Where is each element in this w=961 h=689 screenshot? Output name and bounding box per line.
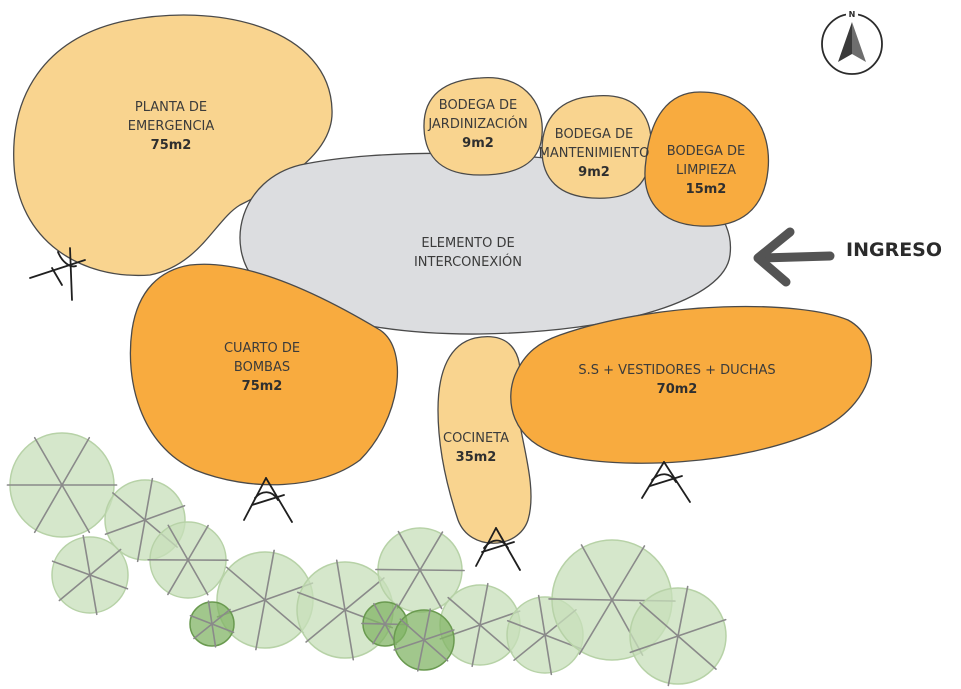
tree-icon <box>147 521 229 599</box>
tree-icon <box>393 608 455 672</box>
limpieza-area: 15m2 <box>686 182 727 197</box>
bombas-line1: CUARTO DE <box>224 341 300 356</box>
limpieza-line1: BODEGA DE <box>667 144 745 159</box>
cocineta-area: 35m2 <box>456 450 497 465</box>
cocineta-label: COCINETA 35m2 <box>443 431 509 465</box>
bodega-jardinizacion-bubble <box>423 76 543 176</box>
cuarto-bombas-label: CUARTO DE BOMBAS 75m2 <box>224 341 300 394</box>
tree-icon <box>629 585 727 687</box>
jardin-line1: BODEGA DE <box>439 98 517 113</box>
planta-area: 75m2 <box>151 138 192 153</box>
interconexion-label: ELEMENTO DE INTERCONEXIÓN <box>414 236 522 270</box>
bombas-area: 75m2 <box>242 379 283 394</box>
planta-line2: EMERGENCIA <box>128 119 215 134</box>
access-symbols <box>29 247 691 571</box>
ss-vestidores-duchas-bubble <box>510 305 873 464</box>
north-compass-icon: N <box>821 8 883 75</box>
planta-emergencia-label: PLANTA DE EMERGENCIA 75m2 <box>128 100 215 153</box>
bodega-mantenimiento-bubble <box>541 95 652 199</box>
bombas-line2: BOMBAS <box>234 360 290 375</box>
north-label: N <box>849 10 856 19</box>
access-symbol-cocineta <box>475 527 521 571</box>
tree-icon <box>189 600 235 648</box>
entrance-label: INGRESO <box>846 239 942 261</box>
bodega-mantenimiento-label: BODEGA DE MANTENIMIENTO 9m2 <box>539 127 650 180</box>
access-symbol-bombas <box>243 477 293 523</box>
bodega-limpieza-bubble <box>644 91 770 227</box>
ss-vestidores-duchas-label: S.S + VESTIDORES + DUCHAS 70m2 <box>578 363 775 397</box>
tree-row <box>6 432 727 687</box>
limpieza-line2: LIMPIEZA <box>676 163 736 178</box>
bodega-jardinizacion-label: BODEGA DE JARDINIZACIÓN 9m2 <box>427 98 527 151</box>
jardin-area: 9m2 <box>462 136 494 151</box>
manten-line2: MANTENIMIENTO <box>539 146 650 161</box>
access-symbol-ss <box>641 461 691 503</box>
tree-icon <box>51 534 129 616</box>
manten-line1: BODEGA DE <box>555 127 633 142</box>
jardin-line2: JARDINIZACIÓN <box>427 116 527 132</box>
tree-icon <box>375 527 465 613</box>
inter-line1: ELEMENTO DE <box>421 236 514 251</box>
ss-area: 70m2 <box>657 382 698 397</box>
planta-emergencia-bubble <box>13 14 333 277</box>
planta-line1: PLANTA DE <box>135 100 207 115</box>
manten-area: 9m2 <box>578 165 610 180</box>
tree-icon <box>6 432 118 538</box>
inter-line2: INTERCONEXIÓN <box>414 254 522 270</box>
bodega-limpieza-label: BODEGA DE LIMPIEZA 15m2 <box>667 144 745 197</box>
entrance-arrow-icon <box>753 227 835 287</box>
access-symbol-planta <box>29 247 86 301</box>
ss-line1: S.S + VESTIDORES + DUCHAS <box>578 363 775 378</box>
cocineta-line1: COCINETA <box>443 431 509 446</box>
cuarto-bombas-bubble <box>129 263 399 486</box>
